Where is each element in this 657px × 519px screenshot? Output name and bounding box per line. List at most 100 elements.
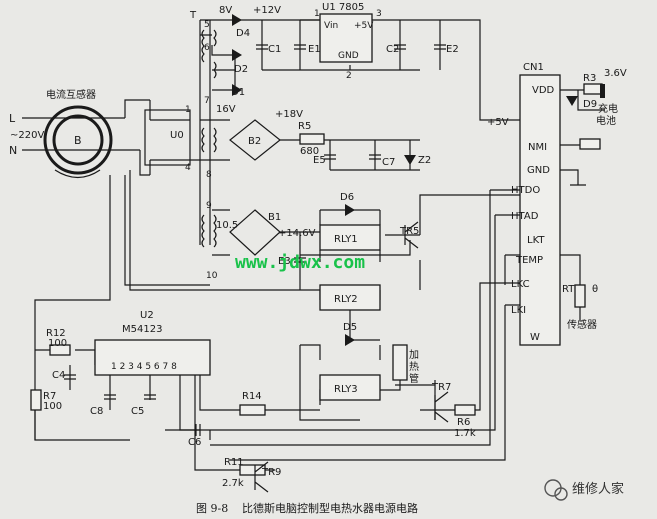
d9-label: D9 <box>583 99 597 110</box>
tr7-label: TR7 <box>431 382 451 393</box>
d6-label: D6 <box>340 192 354 203</box>
figure-title: 比德斯电脑控制型电热水器电源电路 <box>242 501 418 515</box>
d4-label: D4 <box>236 28 250 39</box>
b2-label: B2 <box>248 136 261 147</box>
htdo-label: HTDO <box>511 185 540 196</box>
t-label: T <box>189 10 197 21</box>
plus18v-label: +18V <box>275 109 303 120</box>
current-transformer: B 电流互感器 <box>43 88 113 179</box>
rly3-body <box>319 374 381 401</box>
r7-value-label: 100 <box>43 401 62 412</box>
heater-line3-label: 管 <box>409 372 419 385</box>
sensor-label: 传感器 <box>567 318 597 331</box>
htad-label: HTAD <box>511 211 539 222</box>
r3-label: R3 <box>583 73 596 84</box>
plus14-6v-label: +14.6V <box>278 228 316 239</box>
figure-number: 图 9-8 <box>196 502 228 515</box>
e3-label: E3 <box>278 256 291 267</box>
plus5v-u1-label: +5V <box>354 21 374 31</box>
u2-chip-body <box>94 339 211 376</box>
theta-label: θ <box>592 284 598 295</box>
mains-voltage-label: ~220V <box>10 130 44 141</box>
heater-line2-label: 热 <box>409 360 419 373</box>
tr9-label: TR9 <box>261 467 281 478</box>
svg-text:电流互感器: 电流互感器 <box>46 88 96 101</box>
u0-relay-body <box>144 109 191 166</box>
nmi-label: NMI <box>528 142 547 153</box>
pin4-u0-label: 4 <box>185 163 191 173</box>
w-label: W <box>530 332 540 343</box>
c1-label: C1 <box>268 44 281 55</box>
cn1-label: CN1 <box>523 62 544 73</box>
pin9-label: 9 <box>206 201 212 211</box>
z2-label: Z2 <box>418 155 431 166</box>
e2-label: E2 <box>446 44 459 55</box>
transistors <box>254 221 449 493</box>
plus5v-cn1-label: +5V <box>487 117 509 128</box>
r12-value-label: 100 <box>48 338 67 349</box>
pin5-label: 5 <box>204 20 210 30</box>
component-labels: L ~220V N T 8V D4 +12V 5 6 D2 7 D1 U1 78… <box>9 2 627 489</box>
mains-n-label: N <box>9 144 17 157</box>
pin8-label: 8 <box>206 170 212 180</box>
bridge-rectifiers <box>229 119 281 256</box>
r14-label: R14 <box>242 391 262 402</box>
v10-5-label: 10.5 <box>216 220 238 231</box>
cn1-connector-body <box>519 74 561 346</box>
temp-label: TEMP <box>515 255 543 266</box>
pin1-label: 1 <box>314 9 320 19</box>
c5-label: C5 <box>131 406 144 417</box>
rt-label: RT <box>562 284 575 295</box>
r12-label: R12 <box>46 328 66 339</box>
gnd-label: GND <box>527 165 550 176</box>
lkt-label: LKT <box>527 235 545 246</box>
r6-value-label: 1.7k <box>454 428 476 439</box>
c6-label: C6 <box>188 437 201 448</box>
publisher-name: 维修人家 <box>572 481 624 497</box>
u0-label: U0 <box>170 130 184 141</box>
pin3-label: 3 <box>376 9 382 19</box>
r5-label: R5 <box>298 121 311 132</box>
r11-label: R11 <box>224 457 244 468</box>
watermark: www.jdwx.com <box>235 252 365 273</box>
b1-label: B1 <box>268 212 281 223</box>
d2-label: D2 <box>234 64 248 75</box>
rly3-label: RLY3 <box>334 384 358 395</box>
transformer-coils <box>201 29 217 248</box>
battery-line1-label: 充电 <box>598 102 618 115</box>
pin10-label: 10 <box>206 271 218 281</box>
battery-line2-label: 电池 <box>596 114 616 127</box>
tr5-label: TR5 <box>399 226 419 237</box>
mains-l-label: L <box>9 112 16 125</box>
c8-label: C8 <box>90 406 103 417</box>
diodes <box>232 14 578 346</box>
u2-part-label: M54123 <box>122 324 162 335</box>
r6-label: R6 <box>457 417 470 428</box>
resistors <box>30 83 603 476</box>
r11-value-label: 2.7k <box>222 478 244 489</box>
pin6-label: 6 <box>204 43 210 53</box>
vin-label: Vin <box>324 21 338 31</box>
vdd-label: VDD <box>532 85 555 96</box>
rly1-label: RLY1 <box>334 234 358 245</box>
svg-text:B: B <box>74 134 82 147</box>
rly1-body <box>319 224 381 251</box>
pin2-label: 2 <box>346 71 352 81</box>
d5-label: D5 <box>343 322 357 333</box>
u2-pins-label: 1 2 3 4 5 6 7 8 <box>111 362 177 372</box>
r5-value-label: 680 <box>300 146 319 157</box>
heater-body <box>392 344 408 381</box>
heater-line1-label: 加 <box>409 349 419 361</box>
e1-label: E1 <box>308 44 321 55</box>
battery-symbol <box>600 84 605 98</box>
u2-label: U2 <box>140 310 154 321</box>
c2-label: C2 <box>386 44 399 55</box>
plus12v-label: +12V <box>253 5 281 16</box>
pin7-label: 7 <box>204 96 210 106</box>
c4-label: C4 <box>52 370 65 381</box>
pin1-u0-label: 1 <box>185 105 191 115</box>
v3-6-label: 3.6V <box>604 68 627 79</box>
v8-label: 8V <box>219 5 232 16</box>
